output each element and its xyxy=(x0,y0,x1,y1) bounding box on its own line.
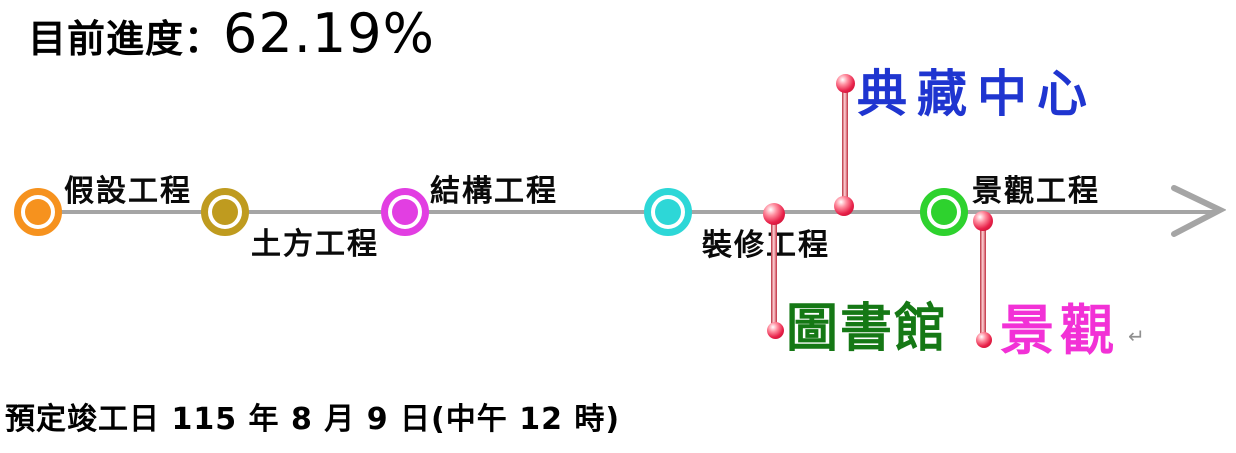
current-progress: 目前進度： 62.19% xyxy=(28,2,435,65)
milestone-dot-icon xyxy=(655,199,681,225)
milestone-label-temporary-works: 假設工程 xyxy=(64,174,192,209)
milestone-finishing-works-marker xyxy=(644,188,692,236)
arrow-right-icon xyxy=(1171,185,1226,237)
progress-label: 目前進度： xyxy=(28,17,224,61)
milestone-label-structural-works: 結構工程 xyxy=(430,174,558,209)
pin-ball-icon xyxy=(834,196,854,216)
milestone-dot-icon xyxy=(392,199,418,225)
progress-value: 62.19% xyxy=(223,2,435,65)
line-break-mark: ↵ xyxy=(1128,324,1145,348)
milestone-structural-works-marker xyxy=(381,188,429,236)
pin-stick-landscape xyxy=(980,220,986,342)
milestone-earthworks-marker xyxy=(201,188,249,236)
pin-ball-icon xyxy=(836,74,855,93)
pin-ball-icon xyxy=(973,211,993,231)
milestone-landscape-works-marker xyxy=(920,188,968,236)
milestone-label-earthworks: 土方工程 xyxy=(251,227,379,262)
timeline-axis xyxy=(20,210,1218,214)
pin-label-collection-center: 典藏中心 xyxy=(857,65,1097,123)
milestone-dot-icon xyxy=(25,199,51,225)
pin-label-library: 圖書館 xyxy=(786,299,949,359)
milestone-temporary-works-marker xyxy=(14,188,62,236)
pin-stick-library xyxy=(771,214,777,332)
pin-ball-icon xyxy=(976,332,992,348)
milestone-dot-icon xyxy=(931,199,957,225)
pin-stick-collection-center xyxy=(842,84,848,208)
milestone-label-finishing-works: 裝修工程 xyxy=(702,228,830,263)
pin-ball-icon xyxy=(763,203,785,225)
milestone-label-landscape-works: 景觀工程 xyxy=(972,174,1100,209)
completion-date-text: 預定竣工日 115 年 8 月 9 日(中午 12 時) xyxy=(5,402,621,437)
milestone-dot-icon xyxy=(212,199,238,225)
pin-ball-icon xyxy=(767,322,784,339)
pin-label-landscape: 景觀 xyxy=(1000,299,1120,362)
